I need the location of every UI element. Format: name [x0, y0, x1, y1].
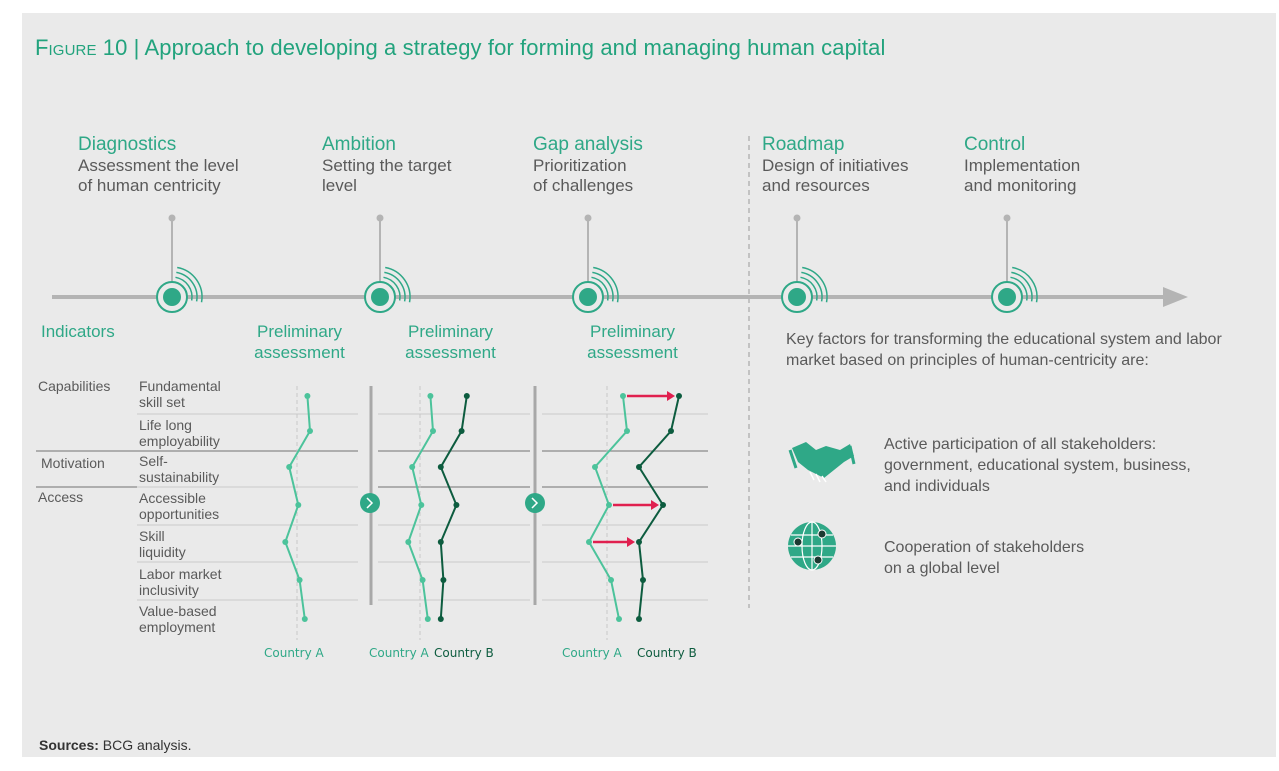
- stage-desc: Prioritization of challenges: [533, 156, 634, 195]
- sources-note: Sources: BCG analysis.: [39, 737, 192, 753]
- data-point: [430, 428, 436, 434]
- row-label: Self- sustainability: [139, 453, 220, 485]
- data-point: [437, 464, 444, 470]
- data-point: [668, 428, 674, 434]
- data-point: [616, 616, 622, 622]
- sources-text: BCG analysis.: [98, 737, 192, 753]
- data-point: [286, 464, 293, 470]
- data-point: [304, 393, 311, 399]
- country-b-label: Country B: [637, 646, 697, 660]
- data-point: [592, 464, 598, 470]
- data-point: [463, 393, 470, 399]
- row-label: Fundamental skill set: [139, 378, 221, 410]
- data-point: [437, 539, 444, 545]
- row-label: Skill liquidity: [139, 528, 186, 560]
- stage-name: Roadmap: [762, 134, 845, 155]
- category-motivation: Motivation: [41, 455, 105, 471]
- figure-title-text: | Approach to developing a strategy for …: [127, 35, 886, 60]
- assessment-label-gap-analysis: Preliminary assessment: [587, 322, 678, 362]
- data-point: [640, 577, 646, 583]
- stage-desc: Setting the target level: [322, 156, 452, 195]
- data-point: [453, 502, 460, 508]
- category-capabilities: Capabilities: [38, 378, 111, 394]
- gap-arrowhead: [667, 391, 675, 401]
- row-label: Value-based employment: [139, 603, 217, 635]
- stage-name: Diagnostics: [78, 134, 177, 155]
- data-point: [458, 428, 465, 434]
- data-point: [418, 502, 425, 508]
- data-point: [405, 539, 412, 545]
- data-point: [636, 539, 642, 545]
- milestone-marker: [156, 214, 203, 313]
- data-point: [301, 616, 308, 622]
- sources-label: Sources:: [39, 737, 99, 753]
- factor-participation: Active participation of all stakeholders…: [884, 436, 1191, 495]
- timeline-arrowhead: [1163, 287, 1188, 307]
- milestone-marker: [991, 214, 1038, 313]
- data-point: [424, 616, 431, 622]
- next-chevron: [525, 493, 545, 513]
- milestone-marker: [781, 214, 828, 313]
- category-access: Access: [38, 489, 84, 505]
- data-point: [282, 539, 289, 545]
- figure-panel: [22, 13, 1276, 757]
- handshake-icon: [788, 442, 856, 483]
- gap-arrowhead: [627, 537, 635, 547]
- stage-name: Ambition: [322, 134, 396, 155]
- data-point: [437, 616, 444, 622]
- data-point: [586, 539, 592, 545]
- milestone-marker: [364, 214, 411, 313]
- data-point: [676, 393, 682, 399]
- data-point: [419, 577, 426, 583]
- assessment-label-ambition: Preliminary assessment: [405, 322, 496, 362]
- country-b-label: Country B: [434, 646, 494, 660]
- key-factors-intro: Key factors for transforming the educati…: [786, 331, 1222, 369]
- data-point: [427, 393, 434, 399]
- row-label: Accessible opportunities: [139, 490, 220, 522]
- data-point: [624, 428, 630, 434]
- country-a-label: Country A: [264, 646, 324, 660]
- figure-title: Figure 10 | Approach to developing a str…: [35, 35, 885, 61]
- data-point: [409, 464, 416, 470]
- country-a-label: Country A: [562, 646, 622, 660]
- data-point: [620, 393, 626, 399]
- gap-arrowhead: [651, 500, 659, 510]
- data-point: [307, 428, 313, 434]
- data-point: [636, 616, 642, 622]
- factor-cooperation: Cooperation of stakeholders on a global …: [884, 539, 1085, 577]
- stage-desc: Assessment the level of human centricity: [78, 156, 239, 195]
- stage-name: Control: [964, 134, 1026, 155]
- indicators-label: Indicators: [41, 322, 115, 341]
- stage-desc: Implementation and monitoring: [964, 156, 1081, 195]
- data-point: [296, 577, 303, 583]
- next-chevron: [360, 493, 380, 513]
- stage-name: Gap analysis: [533, 134, 643, 155]
- row-label: Labor market inclusivity: [139, 566, 222, 598]
- figure-label: Figure 10: [35, 35, 128, 60]
- data-point: [295, 502, 302, 508]
- data-point: [636, 464, 642, 470]
- country-a-label: Country A: [369, 646, 429, 660]
- row-label: Life long employability: [139, 417, 220, 449]
- data-point: [606, 502, 612, 508]
- data-point: [660, 502, 666, 508]
- globe-icon: [788, 521, 836, 571]
- data-point: [608, 577, 614, 583]
- data-point: [440, 577, 447, 583]
- assessment-label-diagnostics: Preliminary assessment: [254, 322, 345, 362]
- stage-desc: Design of initiatives and resources: [762, 156, 909, 195]
- milestone-marker: [572, 214, 619, 313]
